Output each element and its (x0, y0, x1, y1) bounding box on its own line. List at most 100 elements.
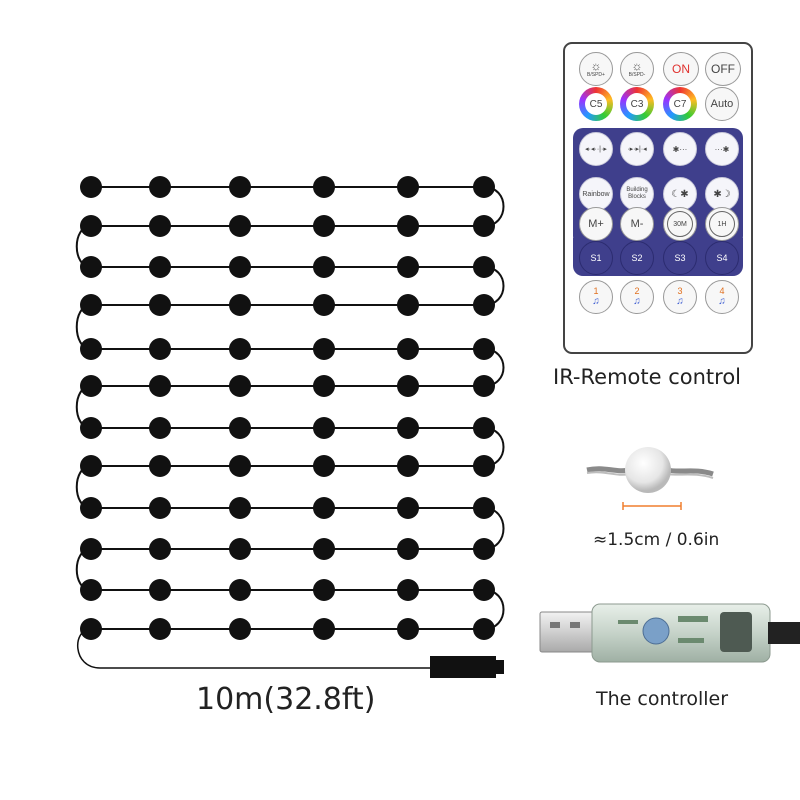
scene-s4-button[interactable]: S4 (705, 241, 739, 275)
scene-s1-button[interactable]: S1 (579, 241, 613, 275)
bulb-closeup (586, 447, 714, 510)
led-bulb (80, 538, 102, 560)
power-on-button[interactable]: ON (663, 52, 699, 86)
led-bulb (473, 538, 495, 560)
led-bulb (313, 417, 335, 439)
sun-icon: ☼ (590, 59, 602, 73)
brightness-speed-down-button[interactable]: ☼B/SPD- (620, 52, 654, 86)
led-bulb (397, 455, 419, 477)
led-bulb (149, 215, 171, 237)
led-bulb (473, 375, 495, 397)
led-bulb (229, 497, 251, 519)
led-bulb (149, 579, 171, 601)
wire-right (666, 467, 714, 477)
usb-plug (539, 611, 595, 653)
timer-30m-button[interactable]: 30M (663, 207, 697, 241)
led-bulb (397, 294, 419, 316)
led-bulb (313, 338, 335, 360)
led-bulb (149, 375, 171, 397)
music-note-icon: ♫ (633, 296, 641, 307)
music-4-button[interactable]: 4 ♫ (705, 280, 739, 314)
effect-forward-button[interactable]: ·▸·▸|·◂ (620, 132, 654, 166)
sun-icon: ☼ (631, 59, 643, 73)
led-bulb (80, 497, 102, 519)
bulb (625, 447, 671, 493)
led-bulb (397, 375, 419, 397)
timer-icon: 30M (667, 211, 693, 237)
output-cable (768, 622, 800, 644)
led-bulb (473, 176, 495, 198)
led-bulb (80, 256, 102, 278)
moon-right-button[interactable]: ✱☽ (705, 177, 739, 211)
timer-1h-button[interactable]: 1H (705, 207, 739, 241)
effect-scatter-right-button[interactable]: ···✱ (705, 132, 739, 166)
color-c3-button[interactable]: C3 (620, 87, 654, 121)
led-bulb (473, 215, 495, 237)
led-bulb (397, 497, 419, 519)
brightness-speed-up-button[interactable]: ☼B/SPD+ (579, 52, 613, 86)
led-bulb (229, 375, 251, 397)
led-bulb (313, 538, 335, 560)
led-bulb (473, 618, 495, 640)
led-bulb (149, 538, 171, 560)
color-c5-button[interactable]: C5 (579, 87, 613, 121)
led-bulb (229, 294, 251, 316)
led-bulb (313, 497, 335, 519)
led-bulb (313, 579, 335, 601)
led-bulb (473, 497, 495, 519)
led-bulb (397, 618, 419, 640)
wire-left (586, 466, 631, 474)
led-bulb (397, 579, 419, 601)
led-bulb (80, 176, 102, 198)
rainbow-button[interactable]: Rainbow (579, 177, 613, 211)
bulb-size-caption: ≈1.5cm / 0.6in (593, 530, 720, 550)
music-note-icon: ♫ (676, 296, 684, 307)
led-wire (75, 186, 505, 630)
led-bulb (229, 215, 251, 237)
length-caption: 10m(32.8ft) (196, 682, 376, 717)
led-bulb (313, 256, 335, 278)
led-bulb (149, 176, 171, 198)
power-off-button[interactable]: OFF (705, 52, 741, 86)
led-bulb (229, 538, 251, 560)
color-c7-button[interactable]: C7 (663, 87, 697, 121)
led-bulb (149, 417, 171, 439)
auto-button[interactable]: Auto (705, 87, 739, 121)
music-3-button[interactable]: 3 ♫ (663, 280, 697, 314)
led-bulb (80, 215, 102, 237)
led-bulb (229, 256, 251, 278)
mode-minus-button[interactable]: M- (620, 207, 654, 241)
music-1-button[interactable]: 1 ♫ (579, 280, 613, 314)
led-bulb (397, 176, 419, 198)
music-note-icon: ♫ (592, 296, 600, 307)
led-bulb (313, 375, 335, 397)
ir-remote-control: ☼B/SPD+ ☼B/SPD- ON OFF C5 C3 C7 Auto ◂·◂… (563, 42, 753, 354)
led-bulb (149, 294, 171, 316)
led-bulb (80, 579, 102, 601)
music-2-button[interactable]: 2 ♫ (620, 280, 654, 314)
music-note-icon: ♫ (718, 296, 726, 307)
led-bulb (313, 618, 335, 640)
led-bulb (229, 176, 251, 198)
led-bulb (473, 294, 495, 316)
effect-scatter-left-button[interactable]: ✱··· (663, 132, 697, 166)
led-bulb (229, 618, 251, 640)
mode-plus-button[interactable]: M+ (579, 207, 613, 241)
remote-caption: IR-Remote control (553, 365, 742, 389)
led-bulb (397, 338, 419, 360)
building-blocks-button[interactable]: Building Blocks (620, 177, 654, 211)
led-bulb (149, 618, 171, 640)
scene-s2-button[interactable]: S2 (620, 241, 654, 275)
led-bulb (149, 497, 171, 519)
scene-s3-button[interactable]: S3 (663, 241, 697, 275)
led-bulb (80, 375, 102, 397)
led-bulb (313, 455, 335, 477)
led-bulb (80, 294, 102, 316)
connector-tip (496, 660, 504, 674)
led-bulb (229, 417, 251, 439)
moon-left-button[interactable]: ☾✱ (663, 177, 697, 211)
led-bulb (397, 256, 419, 278)
effect-backward-button[interactable]: ◂·◂··|·▸ (579, 132, 613, 166)
led-bulb (473, 338, 495, 360)
led-bulb (397, 538, 419, 560)
